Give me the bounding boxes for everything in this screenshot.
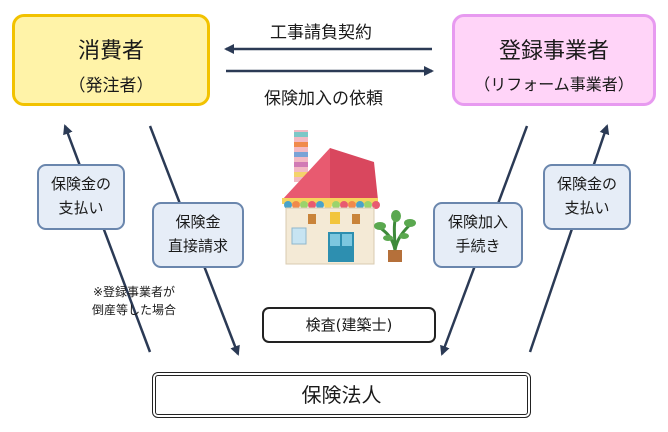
payment-right-line1: 保険金の <box>556 175 617 193</box>
payment-left-box: 保険金の 支払い <box>37 164 125 230</box>
bankruptcy-note: ※登録事業者が 倒産等した場合 <box>92 283 176 319</box>
payment-left-line1: 保険金の <box>50 175 111 193</box>
consumer-box: 消費者 （発注者） <box>12 14 210 106</box>
payment-left-arrow <box>63 124 152 353</box>
payment-right-line2: 支払い <box>564 199 610 217</box>
direct-claim-line1: 保険金 <box>175 213 221 231</box>
company-box: 登録事業者 （リフォーム事業者） <box>452 14 656 106</box>
company-label: 登録事業者 <box>498 39 609 64</box>
payment-left-line2: 支払い <box>58 199 104 217</box>
insurance-request-label: 保険加入の依頼 <box>264 89 383 109</box>
direct-claim-line2: 直接請求 <box>167 237 228 255</box>
company-sub: （リフォーム事業者） <box>474 75 634 94</box>
consumer-sub: （発注者） <box>68 76 154 96</box>
inspection-box: 検査(建築士) <box>262 307 436 343</box>
note-line2: 倒産等した場合 <box>92 303 177 317</box>
enrollment-box: 保険加入 手続き <box>433 202 523 268</box>
payment-right-box: 保険金の 支払い <box>543 164 631 230</box>
consumer-label: 消費者 <box>77 39 144 64</box>
enrollment-line2: 手続き <box>455 237 501 255</box>
note-line1: ※登録事業者が <box>92 285 176 299</box>
insurer-box: 保険法人 <box>152 372 531 418</box>
contract-label: 工事請負契約 <box>270 23 372 43</box>
payment-right-arrow <box>528 124 610 353</box>
enrollment-line1: 保険加入 <box>447 213 508 231</box>
house-icon <box>282 130 416 265</box>
direct-claim-box: 保険金 直接請求 <box>152 202 244 268</box>
